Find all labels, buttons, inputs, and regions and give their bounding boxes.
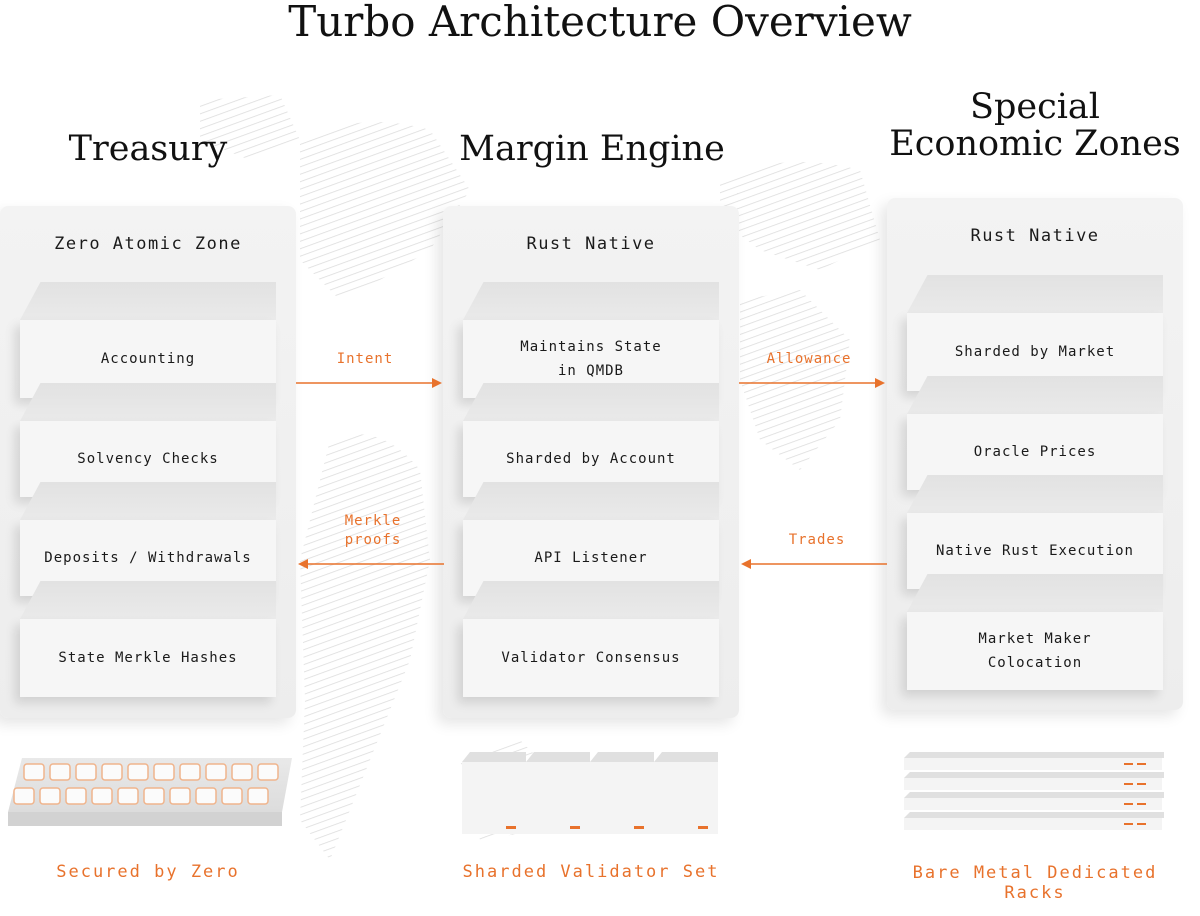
block-label: Native Rust Execution: [935, 543, 1134, 559]
block-label: Validator Consensus: [501, 650, 681, 666]
arrow-left-icon: [298, 559, 444, 569]
block-label: Oracle Prices: [973, 444, 1097, 460]
block-label: State Merkle Hashes: [58, 650, 238, 666]
column-title-special-economic-zones: Special Economic Zones: [889, 87, 1181, 164]
caption-bare-metal-racks: Bare Metal Dedicated Racks: [912, 863, 1158, 903]
block-market-maker-colocation: Market Maker Colocation: [907, 574, 1163, 690]
keyboard-icon: [8, 758, 292, 826]
block-label: Maintains State in QMDB: [520, 339, 662, 379]
block-sharded-by-account: Sharded by Account: [463, 383, 719, 497]
panel-subtitle: Zero Atomic Zone: [54, 234, 242, 254]
block-validator-consensus: Validator Consensus: [463, 581, 719, 697]
block-solvency-checks: Solvency Checks: [20, 383, 276, 497]
block-label: Deposits / Withdrawals: [44, 550, 252, 566]
arrow-right-icon: [739, 378, 885, 388]
arrow-left-icon: [741, 559, 887, 569]
arrow-label-intent: Intent: [336, 351, 394, 367]
block-label: API Listener: [534, 550, 648, 566]
panel-subtitle: Rust Native: [526, 234, 656, 254]
arrow-label-allowance: Allowance: [766, 351, 852, 367]
server-cubes-icon: [462, 752, 718, 834]
rack-server-icon: [904, 752, 1164, 830]
arrow-right-icon: [296, 378, 442, 388]
page-title: Turbo Architecture Overview: [288, 0, 912, 46]
block-label: Accounting: [100, 351, 196, 367]
block-state-merkle-hashes: State Merkle Hashes: [20, 581, 276, 697]
block-maintains-state: Maintains State in QMDB: [463, 282, 719, 398]
block-oracle-prices: Oracle Prices: [907, 376, 1163, 490]
block-sharded-by-market: Sharded by Market: [907, 275, 1163, 391]
arrow-label-merkle-proofs: Merkle proofs: [344, 513, 402, 548]
block-label: Sharded by Account: [506, 451, 676, 467]
panel-subtitle: Rust Native: [970, 226, 1100, 246]
arrow-label-trades: Trades: [788, 532, 846, 548]
column-title-margin-engine: Margin Engine: [459, 129, 725, 169]
block-label: Sharded by Market: [954, 344, 1116, 360]
block-deposits-withdrawals: Deposits / Withdrawals: [20, 482, 276, 596]
block-api-listener: API Listener: [463, 482, 719, 596]
block-accounting: Accounting: [20, 282, 276, 398]
block-label: Market Maker Colocation: [978, 631, 1092, 671]
caption-secured-by-zero: Secured by Zero: [56, 862, 240, 882]
column-title-treasury: Treasury: [68, 129, 228, 169]
caption-sharded-validator-set: Sharded Validator Set: [462, 862, 720, 882]
block-label: Solvency Checks: [77, 451, 219, 467]
block-native-rust-execution: Native Rust Execution: [907, 475, 1163, 589]
